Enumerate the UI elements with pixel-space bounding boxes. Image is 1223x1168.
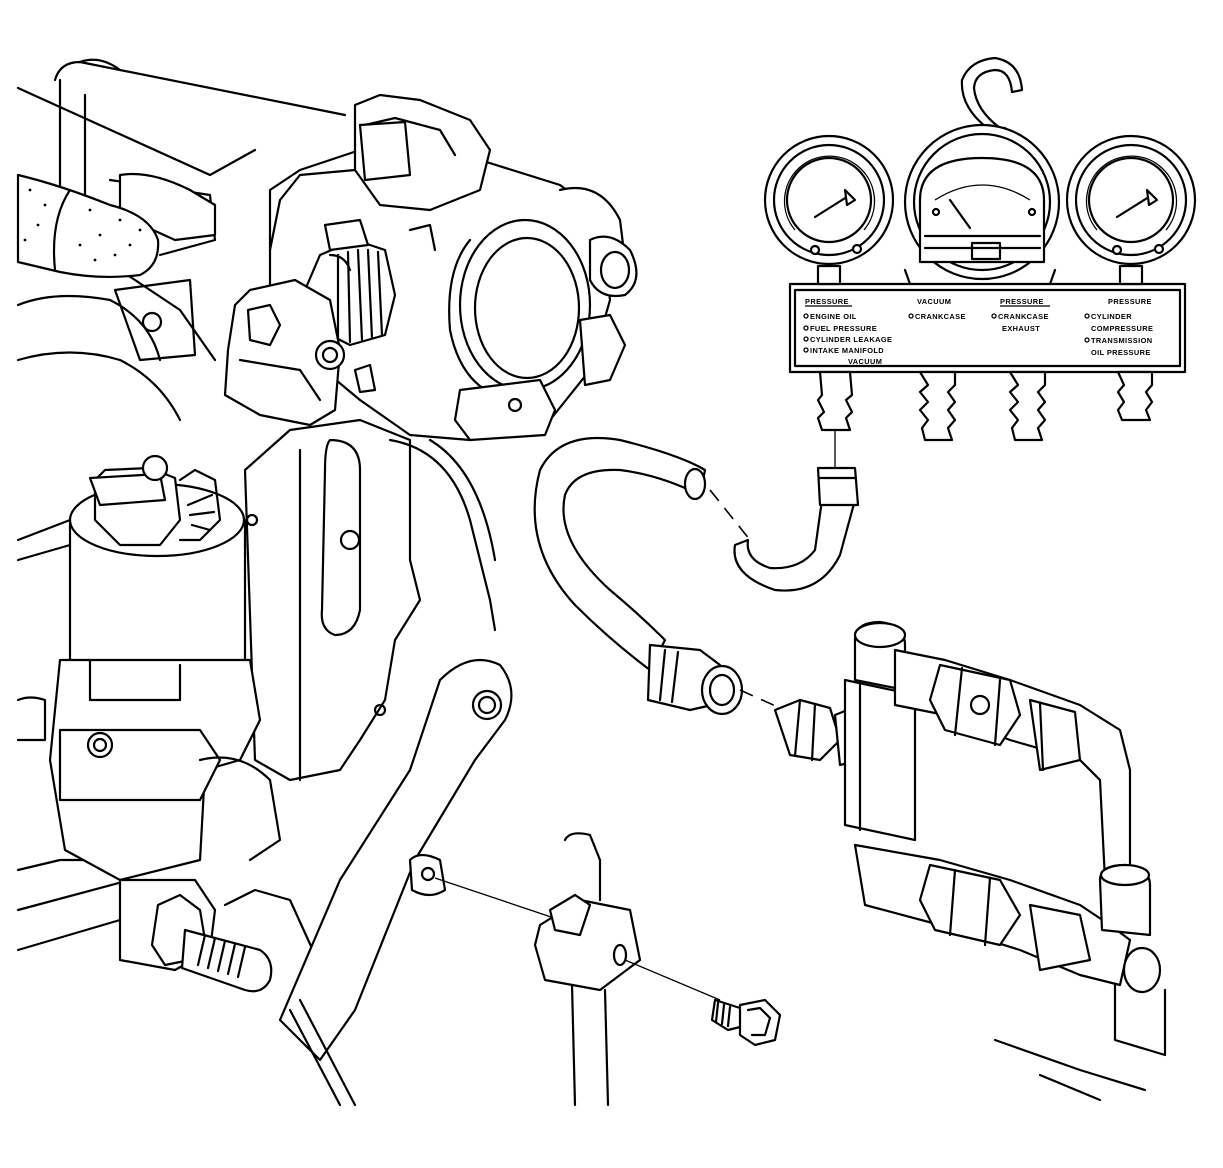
vacuum-hose-assembly — [533, 410, 860, 716]
brace-arm — [278, 658, 513, 1107]
left-gauge-face — [783, 155, 876, 256]
engine-bracket — [243, 418, 497, 782]
col2-heading: VACUUM — [917, 297, 951, 306]
vacuum-hose-upper-left — [16, 173, 160, 278]
pressure-vacuum-gauge-set: PRESSURE VACUUM PRESSURE PRESSURE ENGINE… — [763, 56, 1197, 442]
col1-item: CYLINDER LEAKAGE — [810, 335, 892, 344]
gauge-hose-nipples — [816, 370, 1154, 442]
col2-items: CRANKCASE — [908, 312, 966, 321]
egr-valve — [48, 454, 282, 882]
lower-stud-bolt — [118, 878, 342, 1052]
throttle-body — [223, 93, 638, 442]
col1-items: ENGINE OIL FUEL PRESSURE CYLINDER LEAKAG… — [803, 312, 892, 366]
col1-item: ENGINE OIL — [810, 312, 857, 321]
col1-continuation: VACUUM — [848, 357, 882, 366]
col1-heading: PRESSURE — [805, 297, 849, 306]
gauge-panel-labels: PRESSURE VACUUM PRESSURE PRESSURE ENGINE… — [803, 297, 1153, 366]
col4-continuation: OIL PRESSURE — [1091, 348, 1151, 357]
col4-items: CYLINDER COMPRESSURE TRANSMISSION OIL PR… — [1084, 312, 1153, 357]
col1-item: FUEL PRESSURE — [810, 324, 877, 333]
col1-item: INTAKE MANIFOLD — [810, 346, 884, 355]
col3-heading: PRESSURE — [1000, 297, 1044, 306]
col4-continuation: COMPRESSURE — [1091, 324, 1153, 333]
col4-heading: PRESSURE — [1108, 297, 1152, 306]
test-adapter-tee — [773, 620, 1167, 1102]
center-vacuum-gauge-face — [923, 184, 1042, 261]
col4-item: TRANSMISSION — [1091, 336, 1152, 345]
mounting-bolt — [710, 998, 782, 1047]
right-gauge-face — [1085, 155, 1178, 256]
col3-continuation: EXHAUST — [1002, 324, 1040, 333]
col2-item: CRANKCASE — [915, 312, 966, 321]
col3-item: CRANKCASE — [998, 312, 1049, 321]
col3-items: CRANKCASE EXHAUST — [991, 312, 1049, 333]
hose-clamp — [408, 832, 721, 1107]
col4-item: CYLINDER — [1091, 312, 1132, 321]
